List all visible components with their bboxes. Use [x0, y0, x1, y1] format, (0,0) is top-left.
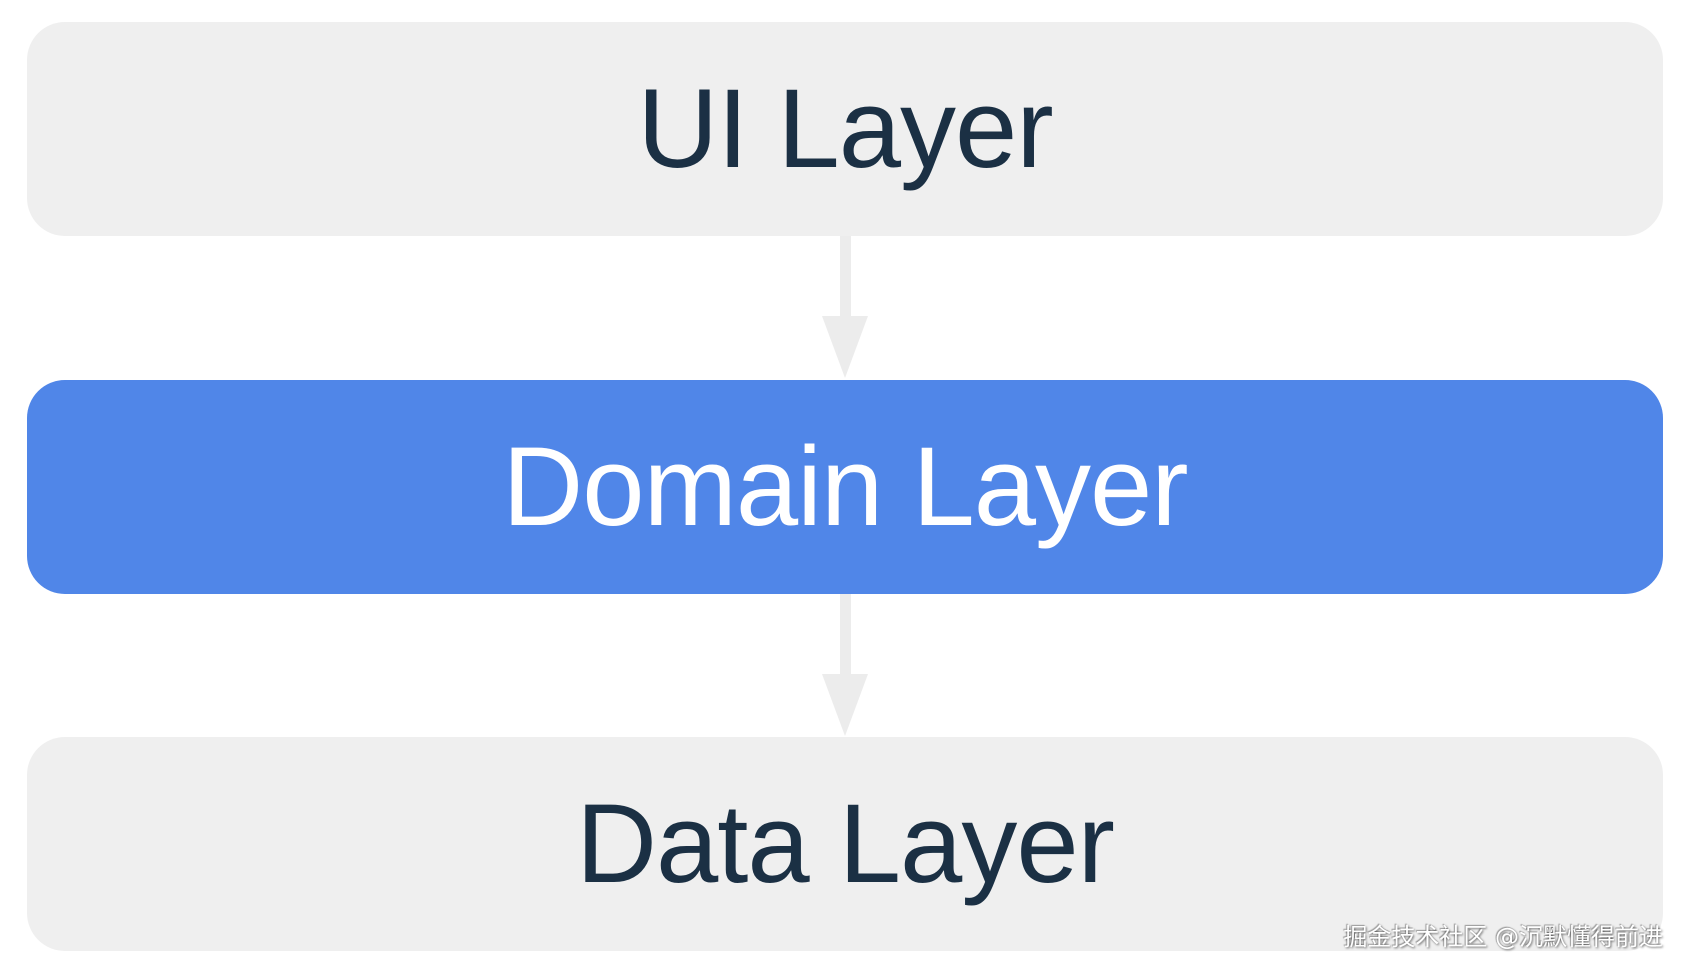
arrow-domain-to-data — [822, 594, 868, 736]
ui-layer-label: UI Layer — [637, 66, 1053, 191]
arrow-shaft — [840, 236, 851, 316]
ui-layer-box: UI Layer — [27, 22, 1663, 236]
watermark-text: 掘金技术社区 @沉默懂得前进 — [1343, 923, 1663, 951]
arrow-shaft — [840, 594, 851, 674]
domain-layer-label: Domain Layer — [502, 424, 1188, 549]
domain-layer-box: Domain Layer — [27, 380, 1663, 594]
arrow-head — [822, 674, 868, 736]
data-layer-label: Data Layer — [576, 781, 1115, 906]
data-layer-box: Data Layer — [27, 737, 1663, 951]
arrow-ui-to-domain — [822, 236, 868, 378]
arrow-head — [822, 316, 868, 378]
